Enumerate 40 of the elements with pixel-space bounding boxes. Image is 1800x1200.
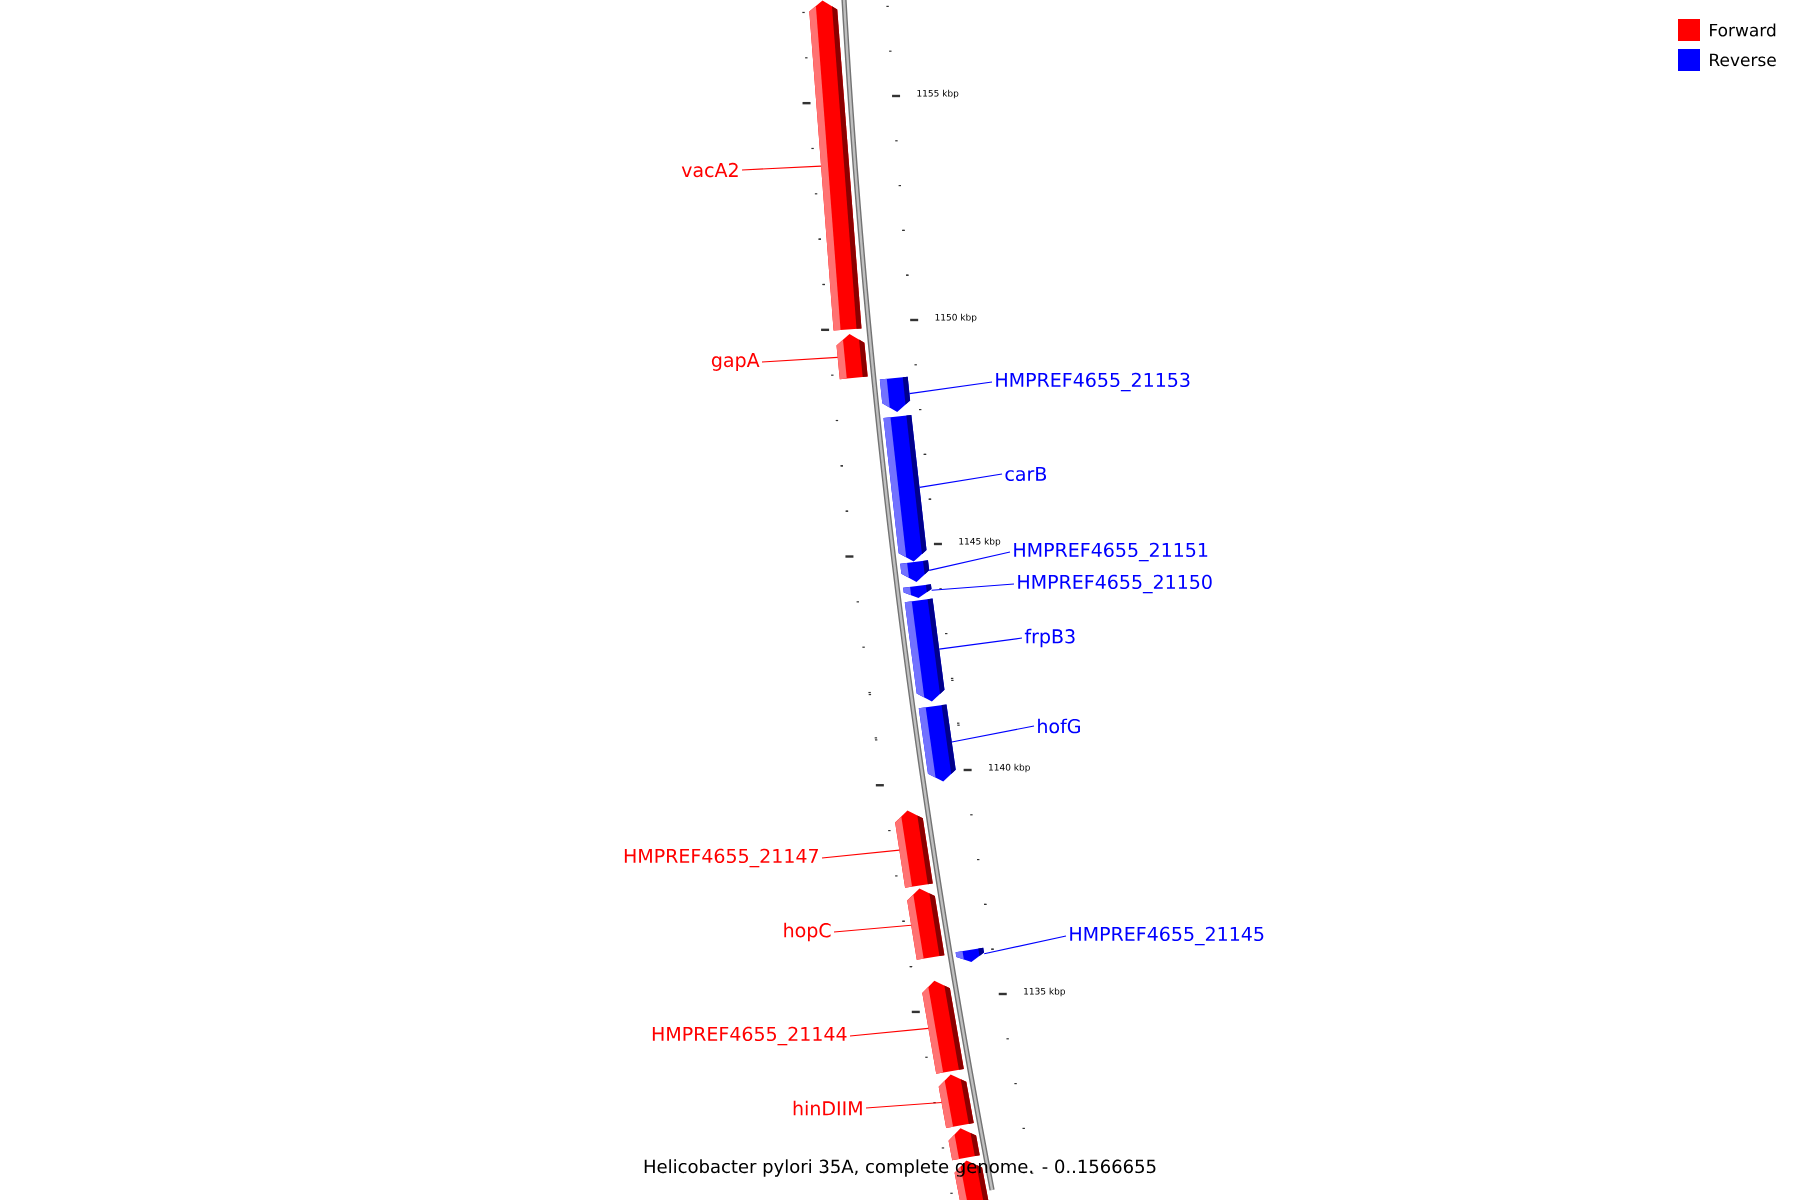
gene-label: frpB3 bbox=[1024, 628, 1075, 648]
gene-label: HMPREF4655_21144 bbox=[652, 1026, 847, 1046]
leader-line bbox=[928, 551, 1011, 571]
leader-line bbox=[849, 1027, 929, 1037]
leader-line bbox=[983, 935, 1067, 955]
gene-feature bbox=[879, 376, 911, 412]
gene-feature bbox=[922, 980, 964, 1074]
gene-feature bbox=[918, 704, 956, 782]
gene-feature bbox=[809, 0, 862, 331]
legend-label: Reverse bbox=[1710, 53, 1776, 67]
gene-feature bbox=[907, 888, 945, 960]
gene-label: vacA2 bbox=[681, 162, 738, 178]
legend-label: Forward bbox=[1710, 23, 1776, 37]
leader-line bbox=[938, 637, 1023, 650]
gene-label: hinDIIM bbox=[793, 1100, 862, 1116]
gene-label: HMPREF4655_21145 bbox=[1070, 926, 1264, 946]
leader-line bbox=[821, 849, 900, 859]
gene-label: HMPREF4655_21151 bbox=[1014, 542, 1208, 562]
gene-feature bbox=[938, 1074, 974, 1129]
gene-label: HMPREF4655_21147 bbox=[624, 848, 818, 868]
gene-feature bbox=[955, 947, 984, 962]
leader-line bbox=[951, 725, 1035, 743]
gene-feature bbox=[903, 584, 932, 598]
leader-line bbox=[741, 165, 822, 171]
gene-label: gapA bbox=[711, 353, 760, 371]
gene-label: hofG bbox=[1038, 718, 1080, 734]
leader-line bbox=[931, 583, 1015, 591]
leader-line bbox=[865, 1101, 943, 1109]
gene-label: HMPREF4655_21153 bbox=[996, 372, 1190, 392]
leader-line bbox=[833, 924, 912, 933]
gene-feature bbox=[948, 1128, 980, 1161]
gene-label: hopC bbox=[784, 922, 831, 942]
gene-label: carB bbox=[1005, 466, 1046, 482]
gene-feature bbox=[836, 334, 868, 380]
gene-feature bbox=[900, 560, 930, 582]
gene-label: HMPREF4655_21150 bbox=[1018, 574, 1212, 594]
gene-feature bbox=[895, 810, 933, 888]
leader-line bbox=[918, 473, 1003, 489]
leader-line bbox=[908, 381, 993, 395]
leader-line bbox=[761, 356, 839, 363]
